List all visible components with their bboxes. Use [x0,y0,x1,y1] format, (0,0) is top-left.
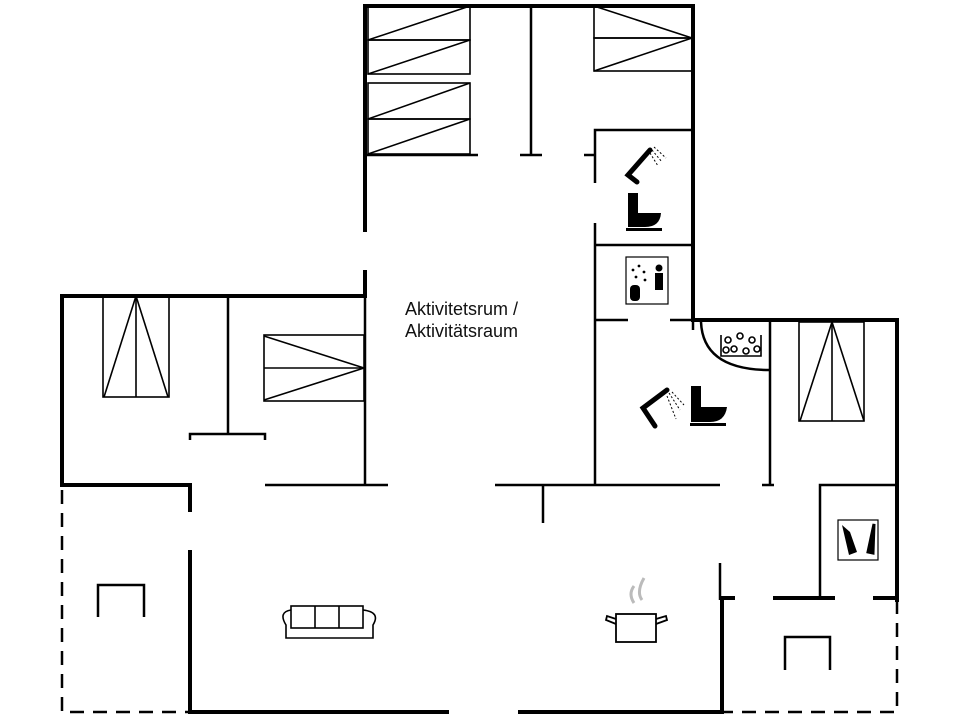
toilet-icon [626,193,662,231]
room-label-line2: Aktivitätsraum [405,321,519,341]
terrace-outline [60,490,899,714]
bed-icon [593,5,693,72]
bed-icon [798,321,865,422]
washing-machine-icon [837,519,879,561]
room-label-line1: Aktivitetsrum / [405,299,519,319]
shower-icon [624,146,667,185]
exterior-walls [60,4,899,714]
sauna-icon [625,256,669,305]
shower-icon [639,387,685,429]
bed-icon [367,5,471,155]
bed-icon [102,295,170,398]
table-icon [783,635,832,670]
sofa-icon [282,605,377,639]
bed-icon [263,334,365,402]
toilet-icon [690,386,727,426]
room-label-activity: Aktivitetsrum / Aktivitätsraum [405,298,518,342]
cooking-pot-icon [604,577,669,643]
interior-walls [188,6,897,600]
whirlpool-icon [699,321,771,372]
table-icon [96,583,146,617]
